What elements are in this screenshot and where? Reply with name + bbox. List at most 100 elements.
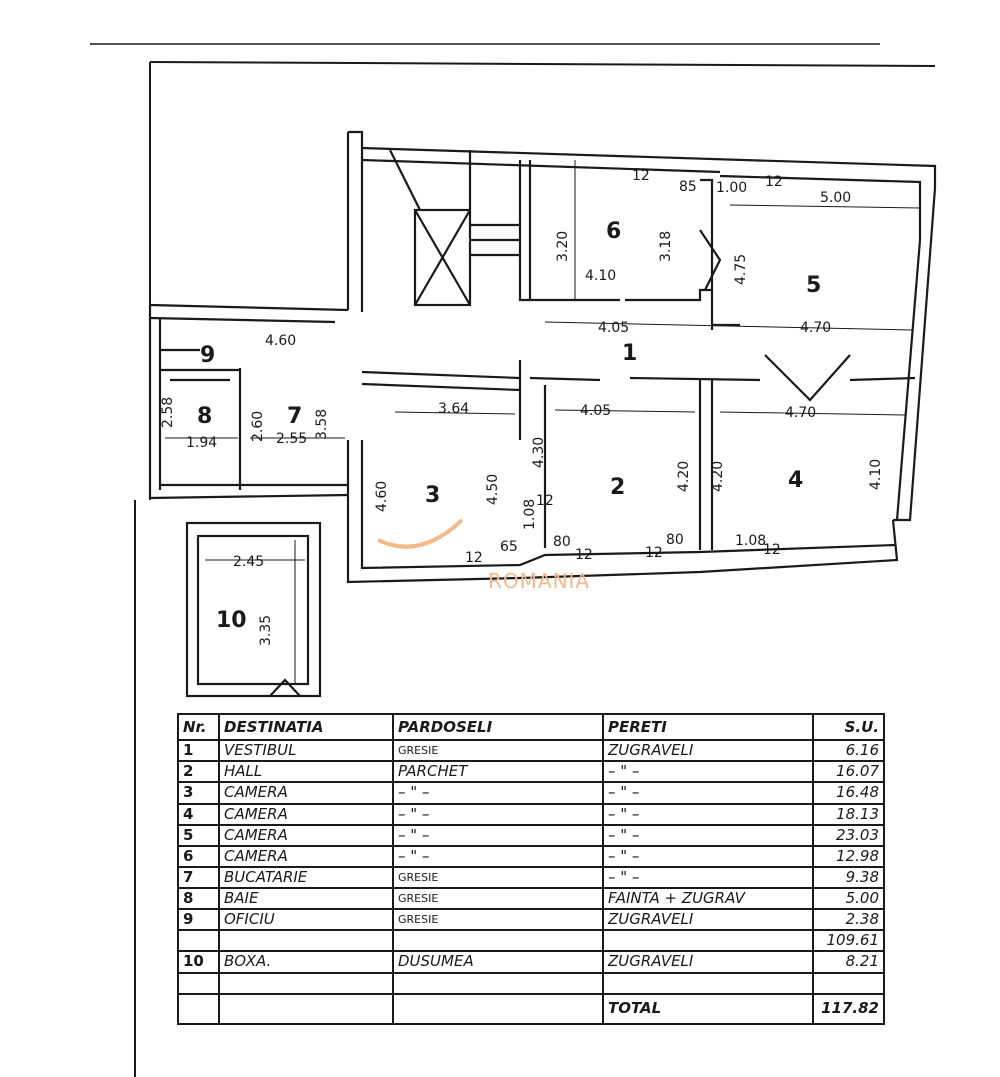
dimension-label: 12: [765, 174, 783, 190]
table-row: 4 CAMERA – " – – " – 18.13: [177, 802, 885, 826]
dimension-label: 2.60: [250, 411, 266, 442]
dimension-label: 80: [666, 532, 684, 548]
cell-su: 5.00: [812, 887, 885, 911]
cell-empty: [177, 992, 220, 1026]
cell-pardoseli: [392, 929, 604, 953]
cell-pardoseli: – " –: [392, 802, 604, 826]
dimension-label: 65: [500, 539, 518, 555]
table-row: 9 OFICIU GRESIE ZUGRAVELI 2.38: [177, 908, 885, 932]
cell-su: 6.16: [812, 739, 885, 763]
table-row: 10 BOXA. DUSUMEA ZUGRAVELI 8.21: [177, 950, 885, 974]
room-label-7: 7: [287, 404, 302, 429]
dimension-label: 12: [465, 550, 483, 566]
dimension-lines: [165, 160, 921, 685]
dimension-label: 3.64: [438, 401, 469, 417]
cell-destinatia: OFICIU: [218, 908, 394, 932]
cell-su: 18.13: [812, 802, 885, 826]
cell-su: 8.21: [812, 950, 885, 974]
dimension-label: 12: [763, 542, 781, 558]
header-pereti: PERETI: [602, 712, 814, 742]
dimension-label: 1.94: [186, 435, 217, 451]
dimension-label: 12: [536, 493, 554, 509]
cell-destinatia: [218, 971, 394, 995]
dimension-label: 12: [575, 547, 593, 563]
cell-destinatia: [218, 929, 394, 953]
cell-destinatia: BAIE: [218, 887, 394, 911]
dimension-label: 4.05: [598, 320, 629, 336]
room-label-9: 9: [200, 343, 215, 368]
storage-box-walls: [185, 521, 322, 698]
cell-su: 2.38: [812, 908, 885, 932]
room-label-2: 2: [610, 475, 625, 500]
dimension-label: 4.10: [868, 459, 884, 490]
dimension-label: 2.58: [160, 397, 176, 428]
cell-pardoseli: GRESIE: [392, 739, 604, 763]
table-row: 6 CAMERA – " – – " – 12.98: [177, 844, 885, 868]
cell-pereti: ZUGRAVELI: [602, 739, 814, 763]
header-su: S.U.: [812, 712, 885, 742]
dimension-label: 12: [632, 168, 650, 184]
cell-nr: 1: [177, 739, 220, 763]
cell-pardoseli: [392, 971, 604, 995]
cell-destinatia: BUCATARIE: [218, 865, 394, 890]
cell-pardoseli: GRESIE: [392, 865, 604, 890]
cell-pereti: – " –: [602, 760, 814, 784]
room-label-5: 5: [806, 273, 821, 298]
cell-pardoseli: – " –: [392, 823, 604, 847]
dimension-label: 2.55: [276, 431, 307, 447]
dimension-label: 4.10: [585, 268, 616, 284]
cell-pereti: ZUGRAVELI: [602, 908, 814, 932]
table-row: 3 CAMERA – " – – " – 16.48: [177, 781, 885, 805]
cell-pereti: – " –: [602, 781, 814, 805]
room-schedule-table: Nr. DESTINATIA PARDOSELI PERETI S.U. 1 V…: [177, 712, 885, 1026]
room-label-10: 10: [216, 608, 247, 633]
table-row: 1 VESTIBUL GRESIE ZUGRAVELI 6.16: [177, 739, 885, 763]
room-label-1: 1: [622, 341, 637, 366]
header-nr: Nr.: [177, 712, 220, 742]
cell-empty: [392, 992, 604, 1026]
cell-pardoseli: DUSUMEA: [392, 950, 604, 974]
cell-nr: 2: [177, 760, 220, 784]
table-row: 109.61: [177, 929, 885, 953]
cell-su: 16.48: [812, 781, 885, 805]
cell-nr: 3: [177, 781, 220, 805]
room-label-3: 3: [425, 483, 440, 508]
cell-pardoseli: PARCHET: [392, 760, 604, 784]
table-header-row: Nr. DESTINATIA PARDOSELI PERETI S.U.: [177, 712, 885, 742]
cell-pereti: – " –: [602, 823, 814, 847]
dimension-label: 85: [679, 179, 697, 195]
page-frame: [90, 43, 936, 1077]
dimension-label: 1.00: [716, 180, 747, 196]
cell-nr: [177, 929, 220, 953]
cell-pereti: [602, 929, 814, 953]
dimension-label: 4.70: [800, 320, 831, 336]
table-row: 5 CAMERA – " – – " – 23.03: [177, 823, 885, 847]
room-label-4: 4: [788, 468, 803, 493]
room-label-8: 8: [197, 404, 212, 429]
cell-su: 23.03: [812, 823, 885, 847]
cell-pereti: FAINTA + ZUGRAV: [602, 887, 814, 911]
cell-nr: 9: [177, 908, 220, 932]
room-label-6: 6: [606, 219, 621, 244]
cell-pereti: – " –: [602, 802, 814, 826]
total-label: TOTAL: [602, 992, 814, 1026]
cell-pereti: – " –: [602, 844, 814, 868]
table-row: 7 BUCATARIE GRESIE – " – 9.38: [177, 865, 885, 890]
cell-pereti: ZUGRAVELI: [602, 950, 814, 974]
cell-destinatia: BOXA.: [218, 950, 394, 974]
cell-nr: 5: [177, 823, 220, 847]
cell-su: [812, 971, 885, 995]
cell-nr: [177, 971, 220, 995]
cell-pereti: – " –: [602, 865, 814, 890]
cell-su: 12.98: [812, 844, 885, 868]
cell-destinatia: CAMERA: [218, 823, 394, 847]
dimension-label: 4.30: [531, 437, 547, 468]
cell-pereti: [602, 971, 814, 995]
dimension-label: 80: [553, 534, 571, 550]
cell-pardoseli: GRESIE: [392, 908, 604, 932]
cell-destinatia: CAMERA: [218, 802, 394, 826]
building-walls: [148, 130, 937, 584]
watermark: ROMANIA: [377, 518, 589, 593]
cell-nr: 7: [177, 865, 220, 890]
cell-nr: 6: [177, 844, 220, 868]
